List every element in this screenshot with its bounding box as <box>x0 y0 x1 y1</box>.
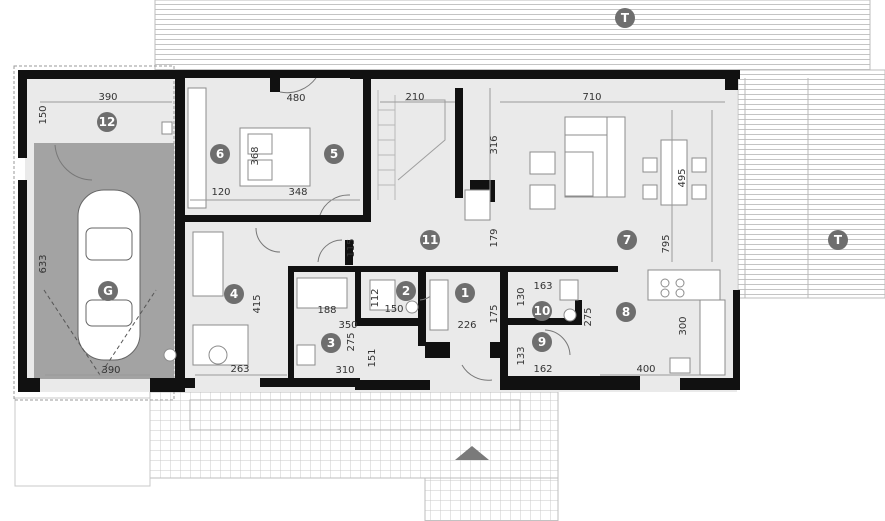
svg-text:4: 4 <box>230 287 238 301</box>
dim-795: 795 <box>661 234 672 253</box>
svg-text:9: 9 <box>538 335 546 349</box>
dim-275-left: 275 <box>346 332 357 351</box>
terrace-right <box>737 69 885 299</box>
room-marker-6: 6 <box>210 144 230 164</box>
room-marker-T-top: T <box>615 8 635 28</box>
dim-112: 112 <box>370 288 381 307</box>
svg-text:1: 1 <box>461 286 469 300</box>
dim-415: 415 <box>252 294 263 313</box>
bathtub <box>296 277 348 309</box>
dim-263: 263 <box>230 364 249 375</box>
armchair <box>529 151 556 175</box>
dim-188: 188 <box>317 305 336 316</box>
room-marker-5: 5 <box>324 144 344 164</box>
room-marker-T-right: T <box>828 230 848 250</box>
doors <box>54 77 571 381</box>
room-marker-8: 8 <box>616 302 636 322</box>
dim-210: 210 <box>405 92 424 103</box>
single-bed <box>192 231 224 297</box>
entrance-arrow-icon <box>455 446 489 460</box>
room-marker-2: 2 <box>396 281 416 301</box>
dim-316: 316 <box>489 135 500 154</box>
room-marker-G: G <box>98 281 118 301</box>
svg-text:2: 2 <box>402 284 410 298</box>
room-marker-4: 4 <box>224 284 244 304</box>
room-marker-1: 1 <box>455 283 475 303</box>
dim-350: 350 <box>338 320 357 331</box>
dim-390-top: 390 <box>98 92 117 103</box>
dim-150: 150 <box>38 105 49 124</box>
room-markers: T T 12 6 5 G 4 11 <box>97 8 848 353</box>
dim-300: 300 <box>678 316 689 335</box>
svg-text:10: 10 <box>534 304 551 318</box>
dim-310: 310 <box>335 365 354 376</box>
dim-710: 710 <box>582 92 601 103</box>
dim-151: 151 <box>367 348 378 367</box>
svg-text:3: 3 <box>327 336 335 350</box>
room-marker-11: 11 <box>420 230 440 250</box>
sink <box>296 344 316 366</box>
svg-text:12: 12 <box>99 115 116 129</box>
kitchen-counter <box>699 299 726 376</box>
svg-text:8: 8 <box>622 305 630 319</box>
walls <box>18 70 740 392</box>
dim-633: 633 <box>38 254 49 273</box>
svg-text:T: T <box>621 11 630 25</box>
dim-368: 368 <box>250 146 261 165</box>
dining-table <box>660 139 688 206</box>
wardrobe <box>187 87 207 209</box>
dim-179: 179 <box>489 228 500 247</box>
svg-text:T: T <box>834 233 843 247</box>
room-marker-9: 9 <box>532 332 552 352</box>
terrace-right-steps <box>744 78 809 298</box>
svg-text:11: 11 <box>422 233 439 247</box>
svg-text:7: 7 <box>623 233 631 247</box>
dim-163: 163 <box>533 281 552 292</box>
staircase <box>377 90 446 200</box>
room-marker-12: 12 <box>97 112 117 132</box>
dim-115: 115 <box>346 238 357 257</box>
dim-120: 120 <box>211 187 230 198</box>
dim-162: 162 <box>533 364 552 375</box>
dim-400: 400 <box>636 364 655 375</box>
dim-175: 175 <box>489 304 500 323</box>
dimension-labels: 390 150 480 210 710 316 368 120 348 495 … <box>38 92 689 376</box>
dim-150-wc: 150 <box>384 304 403 315</box>
terrace-front <box>14 391 559 521</box>
furniture <box>161 87 726 376</box>
dim-133: 133 <box>516 346 527 365</box>
dim-390-bottom: 390 <box>101 365 120 376</box>
dim-130: 130 <box>516 287 527 306</box>
dimension-lines <box>40 88 725 376</box>
dim-348: 348 <box>288 187 307 198</box>
dim-226: 226 <box>457 320 476 331</box>
svg-text:G: G <box>103 284 113 298</box>
dim-480: 480 <box>286 93 305 104</box>
svg-text:6: 6 <box>216 147 224 161</box>
room-marker-7: 7 <box>617 230 637 250</box>
svg-text:5: 5 <box>330 147 338 161</box>
room-marker-3: 3 <box>321 333 341 353</box>
room-marker-10: 10 <box>532 301 552 321</box>
dim-495: 495 <box>677 168 688 187</box>
terrace-top <box>154 0 871 73</box>
dim-275-right: 275 <box>583 307 594 326</box>
coffee-table <box>564 151 594 197</box>
